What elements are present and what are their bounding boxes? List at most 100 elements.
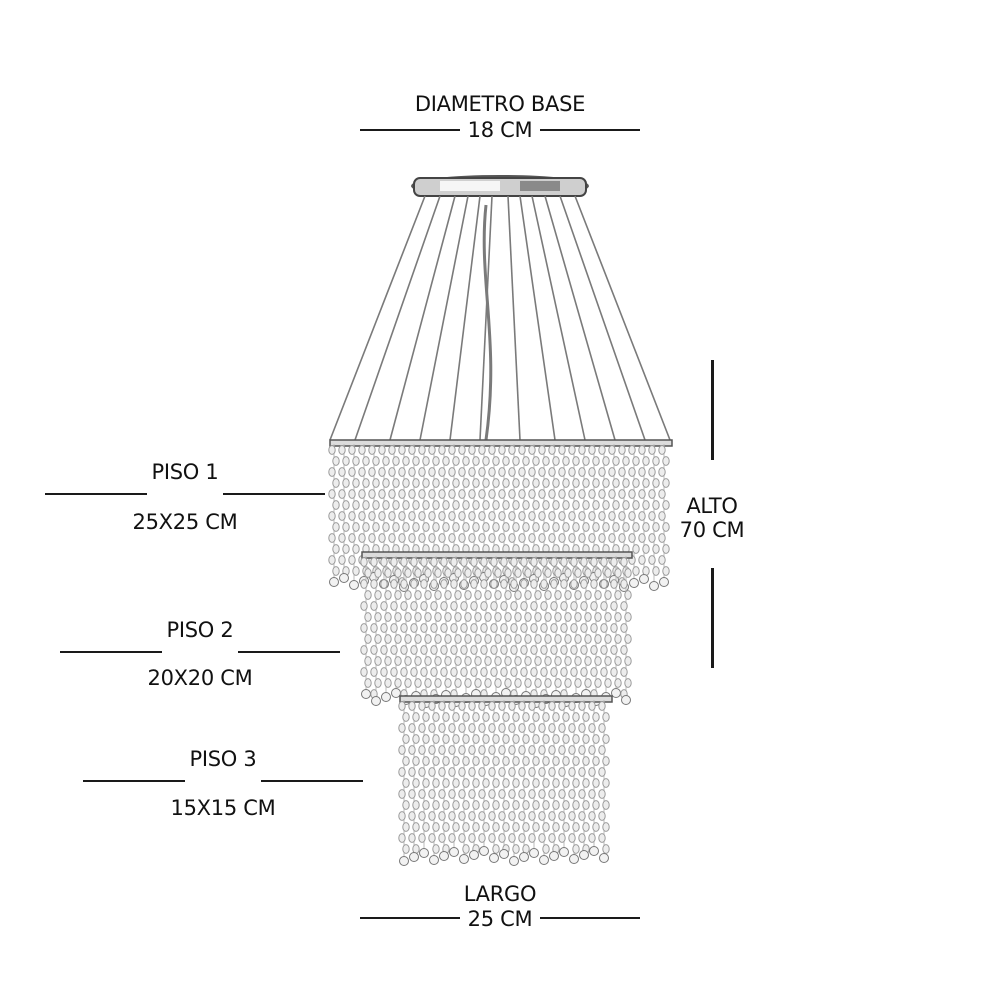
crystal-bead: [504, 634, 512, 644]
crystal-bead: [544, 590, 552, 600]
crystal-drop: [329, 577, 339, 587]
crystal-bead: [398, 789, 406, 799]
crystal-bead: [440, 645, 448, 655]
crystal-bead: [582, 800, 590, 810]
crystal-drop: [469, 850, 479, 860]
alto-label: ALTO: [686, 494, 738, 518]
crystal-bead: [534, 568, 542, 578]
crystal-bead: [482, 500, 490, 510]
crystal-bead: [592, 478, 600, 488]
crystal-bead: [472, 456, 480, 466]
crystal-bead: [610, 667, 618, 677]
crystal-bead: [468, 811, 476, 821]
crystal-bead: [638, 555, 646, 565]
crystal-bead: [368, 511, 376, 521]
crystal-bead: [410, 667, 418, 677]
largo-value: 25 CM: [467, 907, 533, 931]
crystal-bead: [562, 456, 570, 466]
wire: [519, 195, 556, 441]
crystal-bead: [528, 833, 536, 843]
crystal-bead: [434, 678, 442, 688]
crystal-bead: [368, 533, 376, 543]
crystal-bead: [498, 445, 506, 455]
crystal-bead: [580, 667, 588, 677]
crystal-bead: [430, 601, 438, 611]
crystal-bead: [578, 533, 586, 543]
crystal-bead: [588, 789, 596, 799]
crystal-bead: [658, 445, 666, 455]
crystal-bead: [552, 800, 560, 810]
crystal-bead: [370, 601, 378, 611]
crystal-bead: [520, 667, 528, 677]
crystal-bead: [548, 811, 556, 821]
crystal-bead: [408, 789, 416, 799]
piso-3-line-left: [83, 780, 185, 782]
crystal-bead: [384, 678, 392, 688]
crystal-bead: [548, 701, 556, 711]
crystal-bead: [610, 579, 618, 589]
crystal-bead: [488, 811, 496, 821]
crystal-bead: [498, 767, 506, 777]
crystal-bead: [382, 456, 390, 466]
crystal-bead: [510, 645, 518, 655]
crystal-bead: [588, 445, 596, 455]
crystal-bead: [404, 678, 412, 688]
crystal-bead: [578, 767, 586, 777]
crystal-bead: [414, 568, 422, 578]
crystal-bead: [512, 734, 520, 744]
crystal-bead: [542, 522, 550, 532]
crystal-bead: [568, 811, 576, 821]
crystal-bead: [352, 456, 360, 466]
crystal-bead: [378, 445, 386, 455]
crystal-bead: [534, 634, 542, 644]
crystal-bead: [482, 822, 490, 832]
crystal-bead: [402, 522, 410, 532]
piso-1-line-right: [223, 493, 325, 495]
crystal-bead: [510, 557, 518, 567]
crystal-bead: [412, 456, 420, 466]
crystal-bead: [404, 656, 412, 666]
crystal-bead: [548, 511, 556, 521]
crystal-bead: [572, 500, 580, 510]
crystal-bead: [408, 745, 416, 755]
crystal-bead: [604, 656, 612, 666]
crystal-bead: [590, 579, 598, 589]
crystal-bead: [422, 456, 430, 466]
crystal-bead: [478, 533, 486, 543]
crystal-bead: [418, 833, 426, 843]
crystal-bead: [384, 634, 392, 644]
piso-2-line-right: [238, 651, 340, 653]
crystal-bead: [328, 511, 336, 521]
crystal-bead: [482, 734, 490, 744]
crystal-bead: [500, 645, 508, 655]
crystal-bead: [590, 623, 598, 633]
crystal-bead: [432, 756, 440, 766]
crystal-bead: [582, 500, 590, 510]
crystal-bead: [508, 533, 516, 543]
crystal-bead: [558, 533, 566, 543]
crystal-bead: [490, 557, 498, 567]
crystal-bead: [412, 522, 420, 532]
crystal-bead: [550, 623, 558, 633]
crystal-bead: [528, 489, 536, 499]
crystal-bead: [432, 734, 440, 744]
crystal-bead: [642, 522, 650, 532]
crystal-bead: [464, 568, 472, 578]
crystal-drop: [509, 856, 519, 866]
crystal-bead: [514, 634, 522, 644]
crystal-bead: [400, 557, 408, 567]
crystal-bead: [428, 789, 436, 799]
crystal-bead: [352, 522, 360, 532]
crystal-bead: [370, 623, 378, 633]
crystal-bead: [620, 645, 628, 655]
crystal-bead: [490, 579, 498, 589]
crystal-bead: [538, 511, 546, 521]
crystal-bead: [402, 844, 410, 854]
crystal-bead: [558, 467, 566, 477]
crystal-bead: [572, 756, 580, 766]
crystal-bead: [480, 623, 488, 633]
crystal-bead: [492, 756, 500, 766]
crystal-bead: [442, 734, 450, 744]
crystal-bead: [378, 489, 386, 499]
crystal-bead: [548, 489, 556, 499]
